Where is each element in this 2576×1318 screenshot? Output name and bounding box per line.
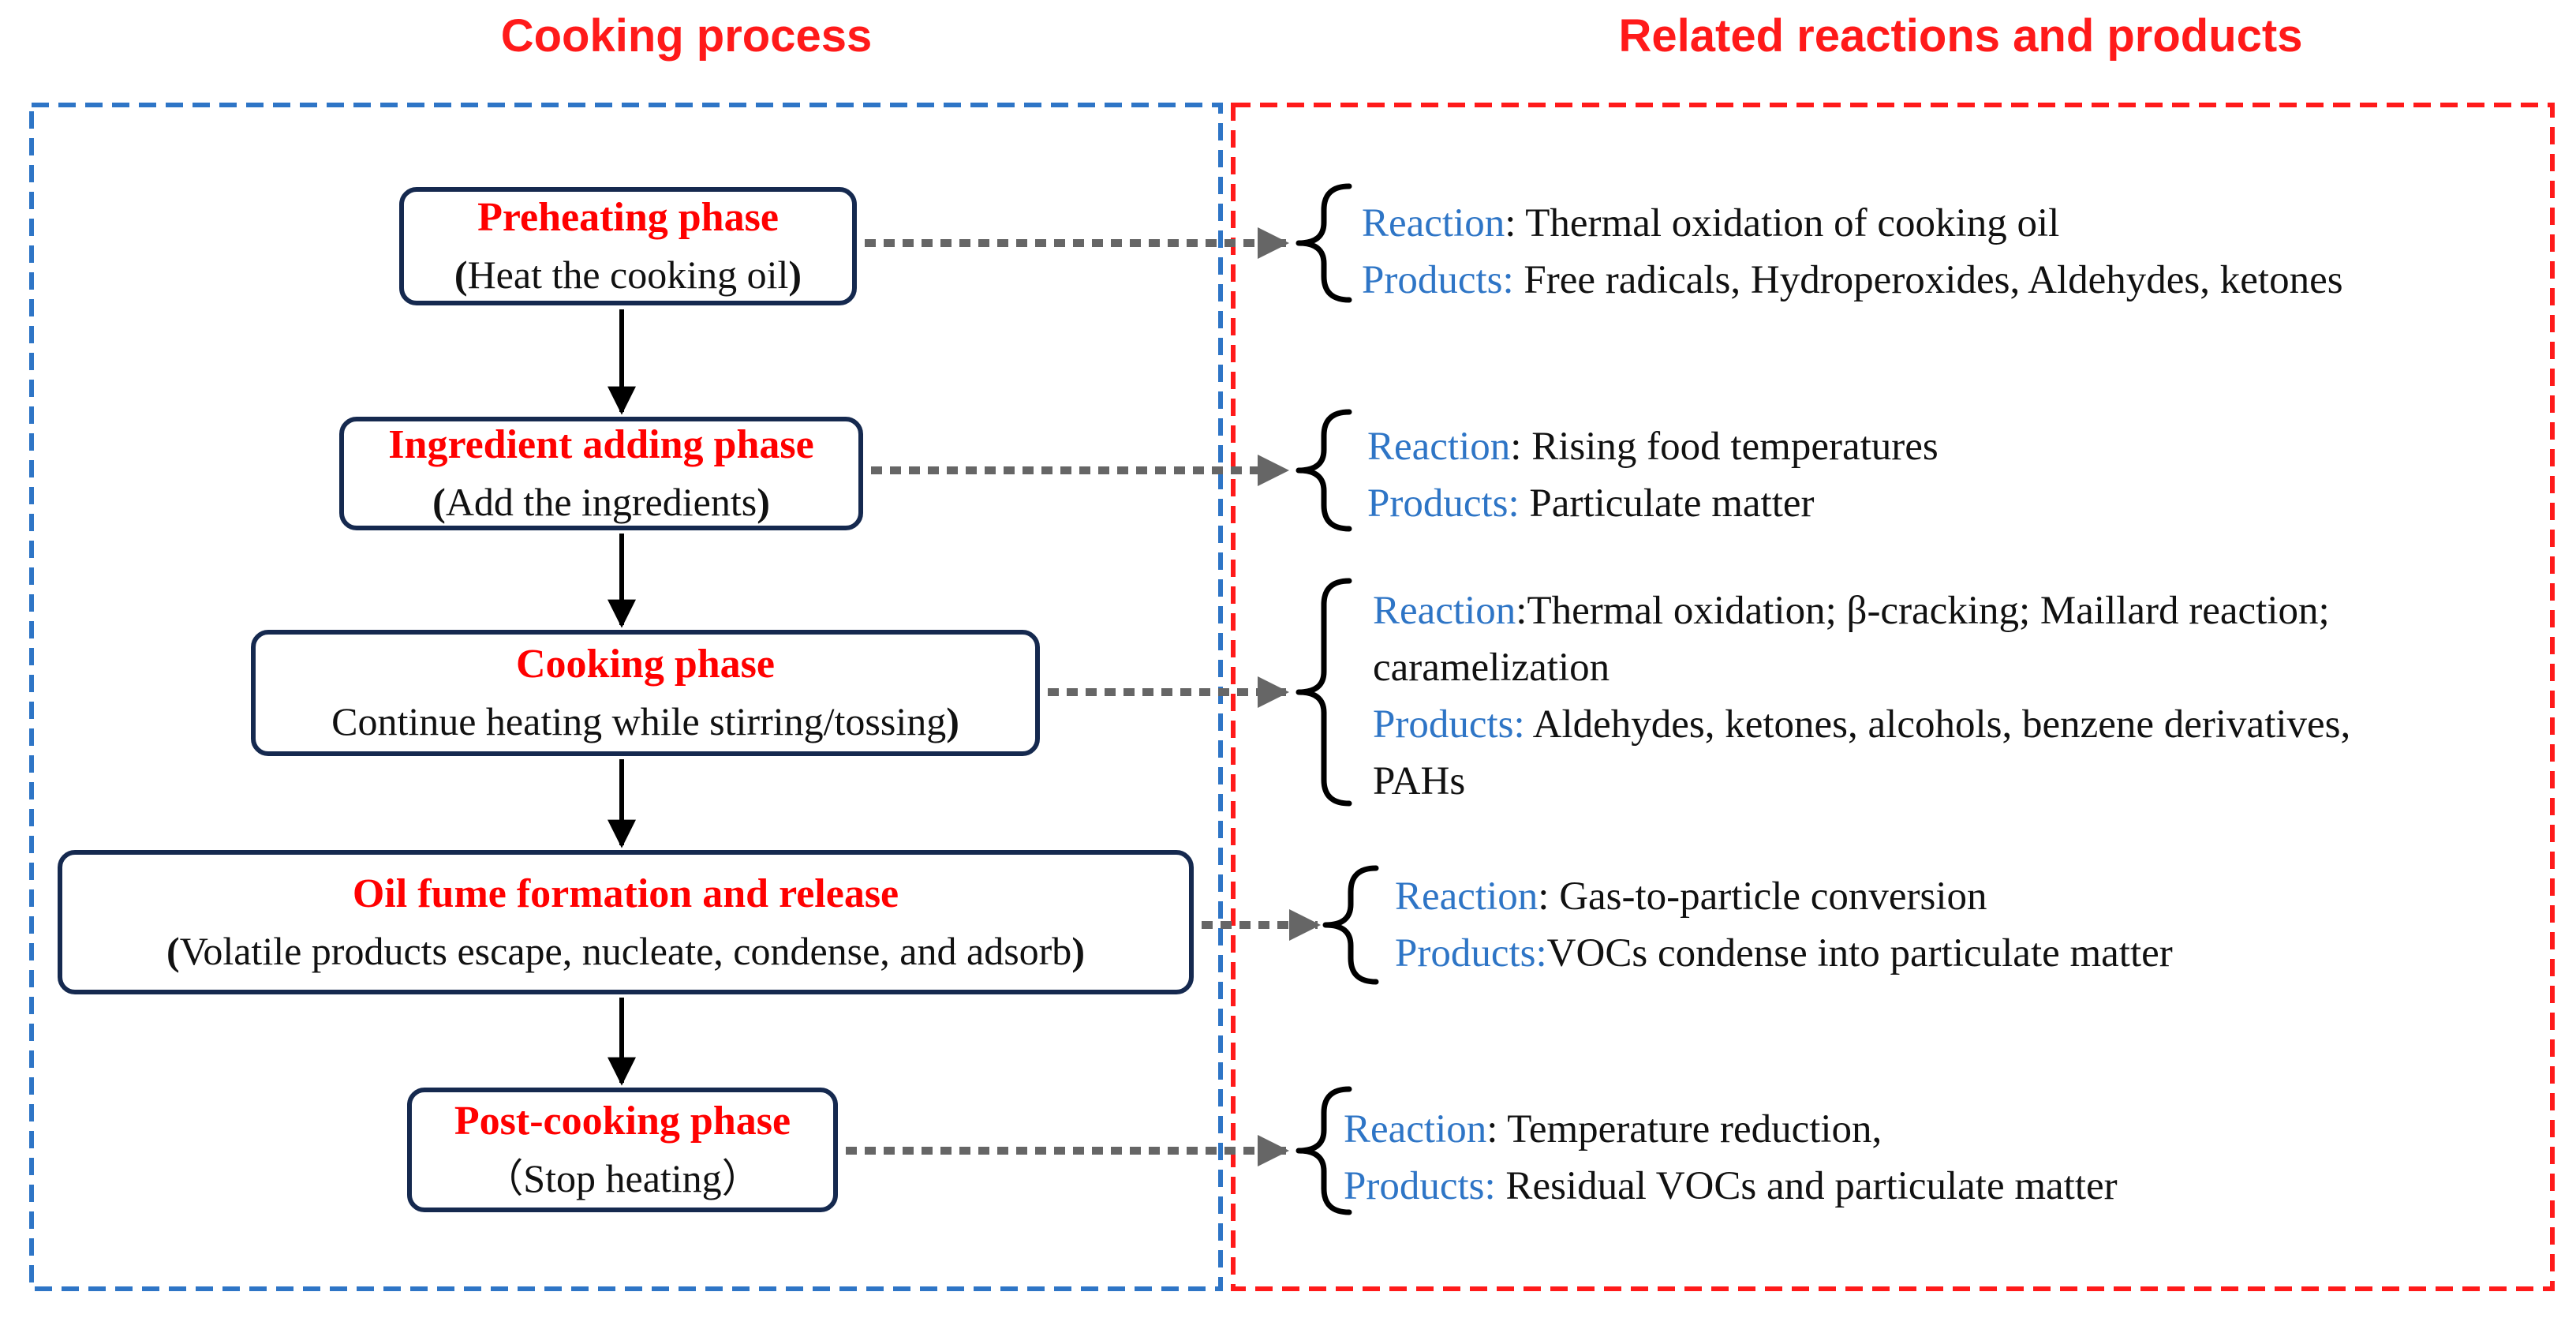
brace-4 — [1322, 865, 1379, 985]
products-label: Products: — [1344, 1164, 1496, 1208]
reaction-separator: : — [1505, 201, 1526, 245]
phase-box-cooking: Cooking phase Continue heating while sti… — [251, 630, 1040, 756]
products-separator — [1520, 481, 1530, 526]
paren-close: ) — [946, 699, 959, 743]
phase-box-oil-fume: Oil fume formation and release (Volatile… — [58, 850, 1194, 994]
reaction-text: Thermal oxidation of cooking oil — [1525, 201, 2060, 245]
phase-title: Ingredient adding phase — [388, 422, 814, 467]
products-text: Free radicals, Hydroperoxides, Aldehydes… — [1524, 258, 2343, 302]
phase-box-preheating: Preheating phase (Heat the cooking oil) — [399, 187, 857, 305]
reaction-block-preheating: Reaction: Thermal oxidation of cooking o… — [1362, 195, 2343, 309]
reaction-label: Reaction — [1395, 874, 1538, 919]
products-label: Products: — [1395, 931, 1547, 975]
products-line: Products: Particulate matter — [1367, 475, 1939, 532]
products-line-continued: PAHs — [1373, 759, 1466, 803]
products-line: Products: Residual VOCs and particulate … — [1344, 1158, 2118, 1215]
reaction-block-ingredient-adding: Reaction: Rising food temperatures Produ… — [1367, 418, 1939, 532]
products-text: Residual VOCs and particulate matter — [1505, 1164, 2118, 1208]
reaction-label: Reaction — [1362, 201, 1505, 245]
brace-3 — [1295, 578, 1352, 807]
brace-1 — [1295, 183, 1352, 303]
reaction-line: Reaction: Thermal oxidation of cooking o… — [1362, 195, 2343, 252]
reactions-panel — [1231, 103, 2555, 1291]
phase-title: Preheating phase — [477, 195, 779, 240]
products-line: Products: Free radicals, Hydroperoxides,… — [1362, 252, 2343, 309]
phase-desc-text: Heat the cooking oil — [467, 253, 789, 297]
products-label: Products: — [1367, 481, 1520, 526]
phase-box-ingredient-adding: Ingredient adding phase (Add the ingredi… — [339, 417, 863, 530]
reaction-line: Reaction:Thermal oxidation; β-cracking; … — [1373, 582, 2350, 639]
products-line: Products:VOCs condense into particulate … — [1395, 925, 2173, 982]
products-separator — [1514, 258, 1524, 302]
paren-open: ( — [166, 928, 180, 973]
reaction-separator: : — [1516, 589, 1527, 633]
phase-desc-text: Continue heating while stirring/tossing — [331, 699, 947, 743]
products-line: Products: Aldehydes, ketones, alcohols, … — [1373, 696, 2350, 753]
phase-desc-text: Volatile products escape, nucleate, cond… — [179, 928, 1072, 973]
reaction-text: Rising food temperatures — [1531, 425, 1939, 469]
reaction-line: Reaction: Gas-to-particle conversion — [1395, 868, 2173, 925]
phase-desc-text: （Stop heating） — [484, 1156, 761, 1200]
paren-close: ) — [1071, 928, 1085, 973]
phase-title: Cooking phase — [516, 642, 775, 687]
paren-close: ) — [757, 480, 770, 524]
reaction-block-post-cooking: Reaction: Temperature reduction, Product… — [1344, 1101, 2118, 1215]
phase-description: (Add the ingredients) — [432, 474, 770, 530]
cooking-process-panel — [29, 103, 1223, 1291]
brace-2 — [1295, 409, 1352, 532]
phase-title: Oil fume formation and release — [352, 871, 899, 916]
reaction-line: Reaction: Rising food temperatures — [1367, 418, 1939, 475]
phase-box-post-cooking: Post-cooking phase （Stop heating） — [407, 1088, 838, 1212]
reaction-block-cooking: Reaction:Thermal oxidation; β-cracking; … — [1373, 582, 2350, 810]
reaction-text: Gas-to-particle conversion — [1559, 874, 1987, 919]
reaction-line-continued: caramelization — [1373, 646, 1610, 690]
reaction-label: Reaction — [1344, 1107, 1487, 1151]
reaction-text: Thermal oxidation; β-cracking; Maillard … — [1527, 589, 2330, 633]
reaction-text: Temperature reduction, — [1507, 1107, 1882, 1151]
reaction-separator: : — [1486, 1107, 1508, 1151]
products-text: Particulate matter — [1529, 481, 1815, 526]
reactions-products-heading: Related reactions and products — [1618, 10, 2303, 62]
phase-title: Post-cooking phase — [454, 1099, 791, 1144]
brace-5 — [1295, 1086, 1352, 1215]
products-label: Products: — [1373, 702, 1525, 747]
paren-close: ) — [788, 253, 802, 297]
phase-description: (Volatile products escape, nucleate, con… — [166, 923, 1085, 979]
products-label: Products: — [1362, 258, 1514, 302]
phase-desc-text: Add the ingredients — [445, 480, 757, 524]
reaction-block-oil-fume: Reaction: Gas-to-particle conversion Pro… — [1395, 868, 2173, 982]
reaction-line: Reaction: Temperature reduction, — [1344, 1101, 2118, 1158]
paren-open: ( — [432, 480, 446, 524]
phase-description: Continue heating while stirring/tossing) — [331, 693, 959, 750]
paren-open: ( — [454, 253, 468, 297]
products-text: VOCs condense into particulate matter — [1546, 931, 2173, 975]
reaction-separator: : — [1538, 874, 1560, 919]
products-separator — [1496, 1164, 1506, 1208]
reaction-label: Reaction — [1373, 589, 1516, 633]
cooking-process-heading: Cooking process — [500, 10, 873, 62]
phase-description: (Heat the cooking oil) — [454, 246, 802, 303]
products-text: Aldehydes, ketones, alcohols, benzene de… — [1532, 702, 2351, 747]
products-separator — [1525, 702, 1533, 747]
reaction-separator: : — [1510, 425, 1532, 469]
phase-description: （Stop heating） — [484, 1150, 761, 1207]
reaction-label: Reaction — [1367, 425, 1511, 469]
